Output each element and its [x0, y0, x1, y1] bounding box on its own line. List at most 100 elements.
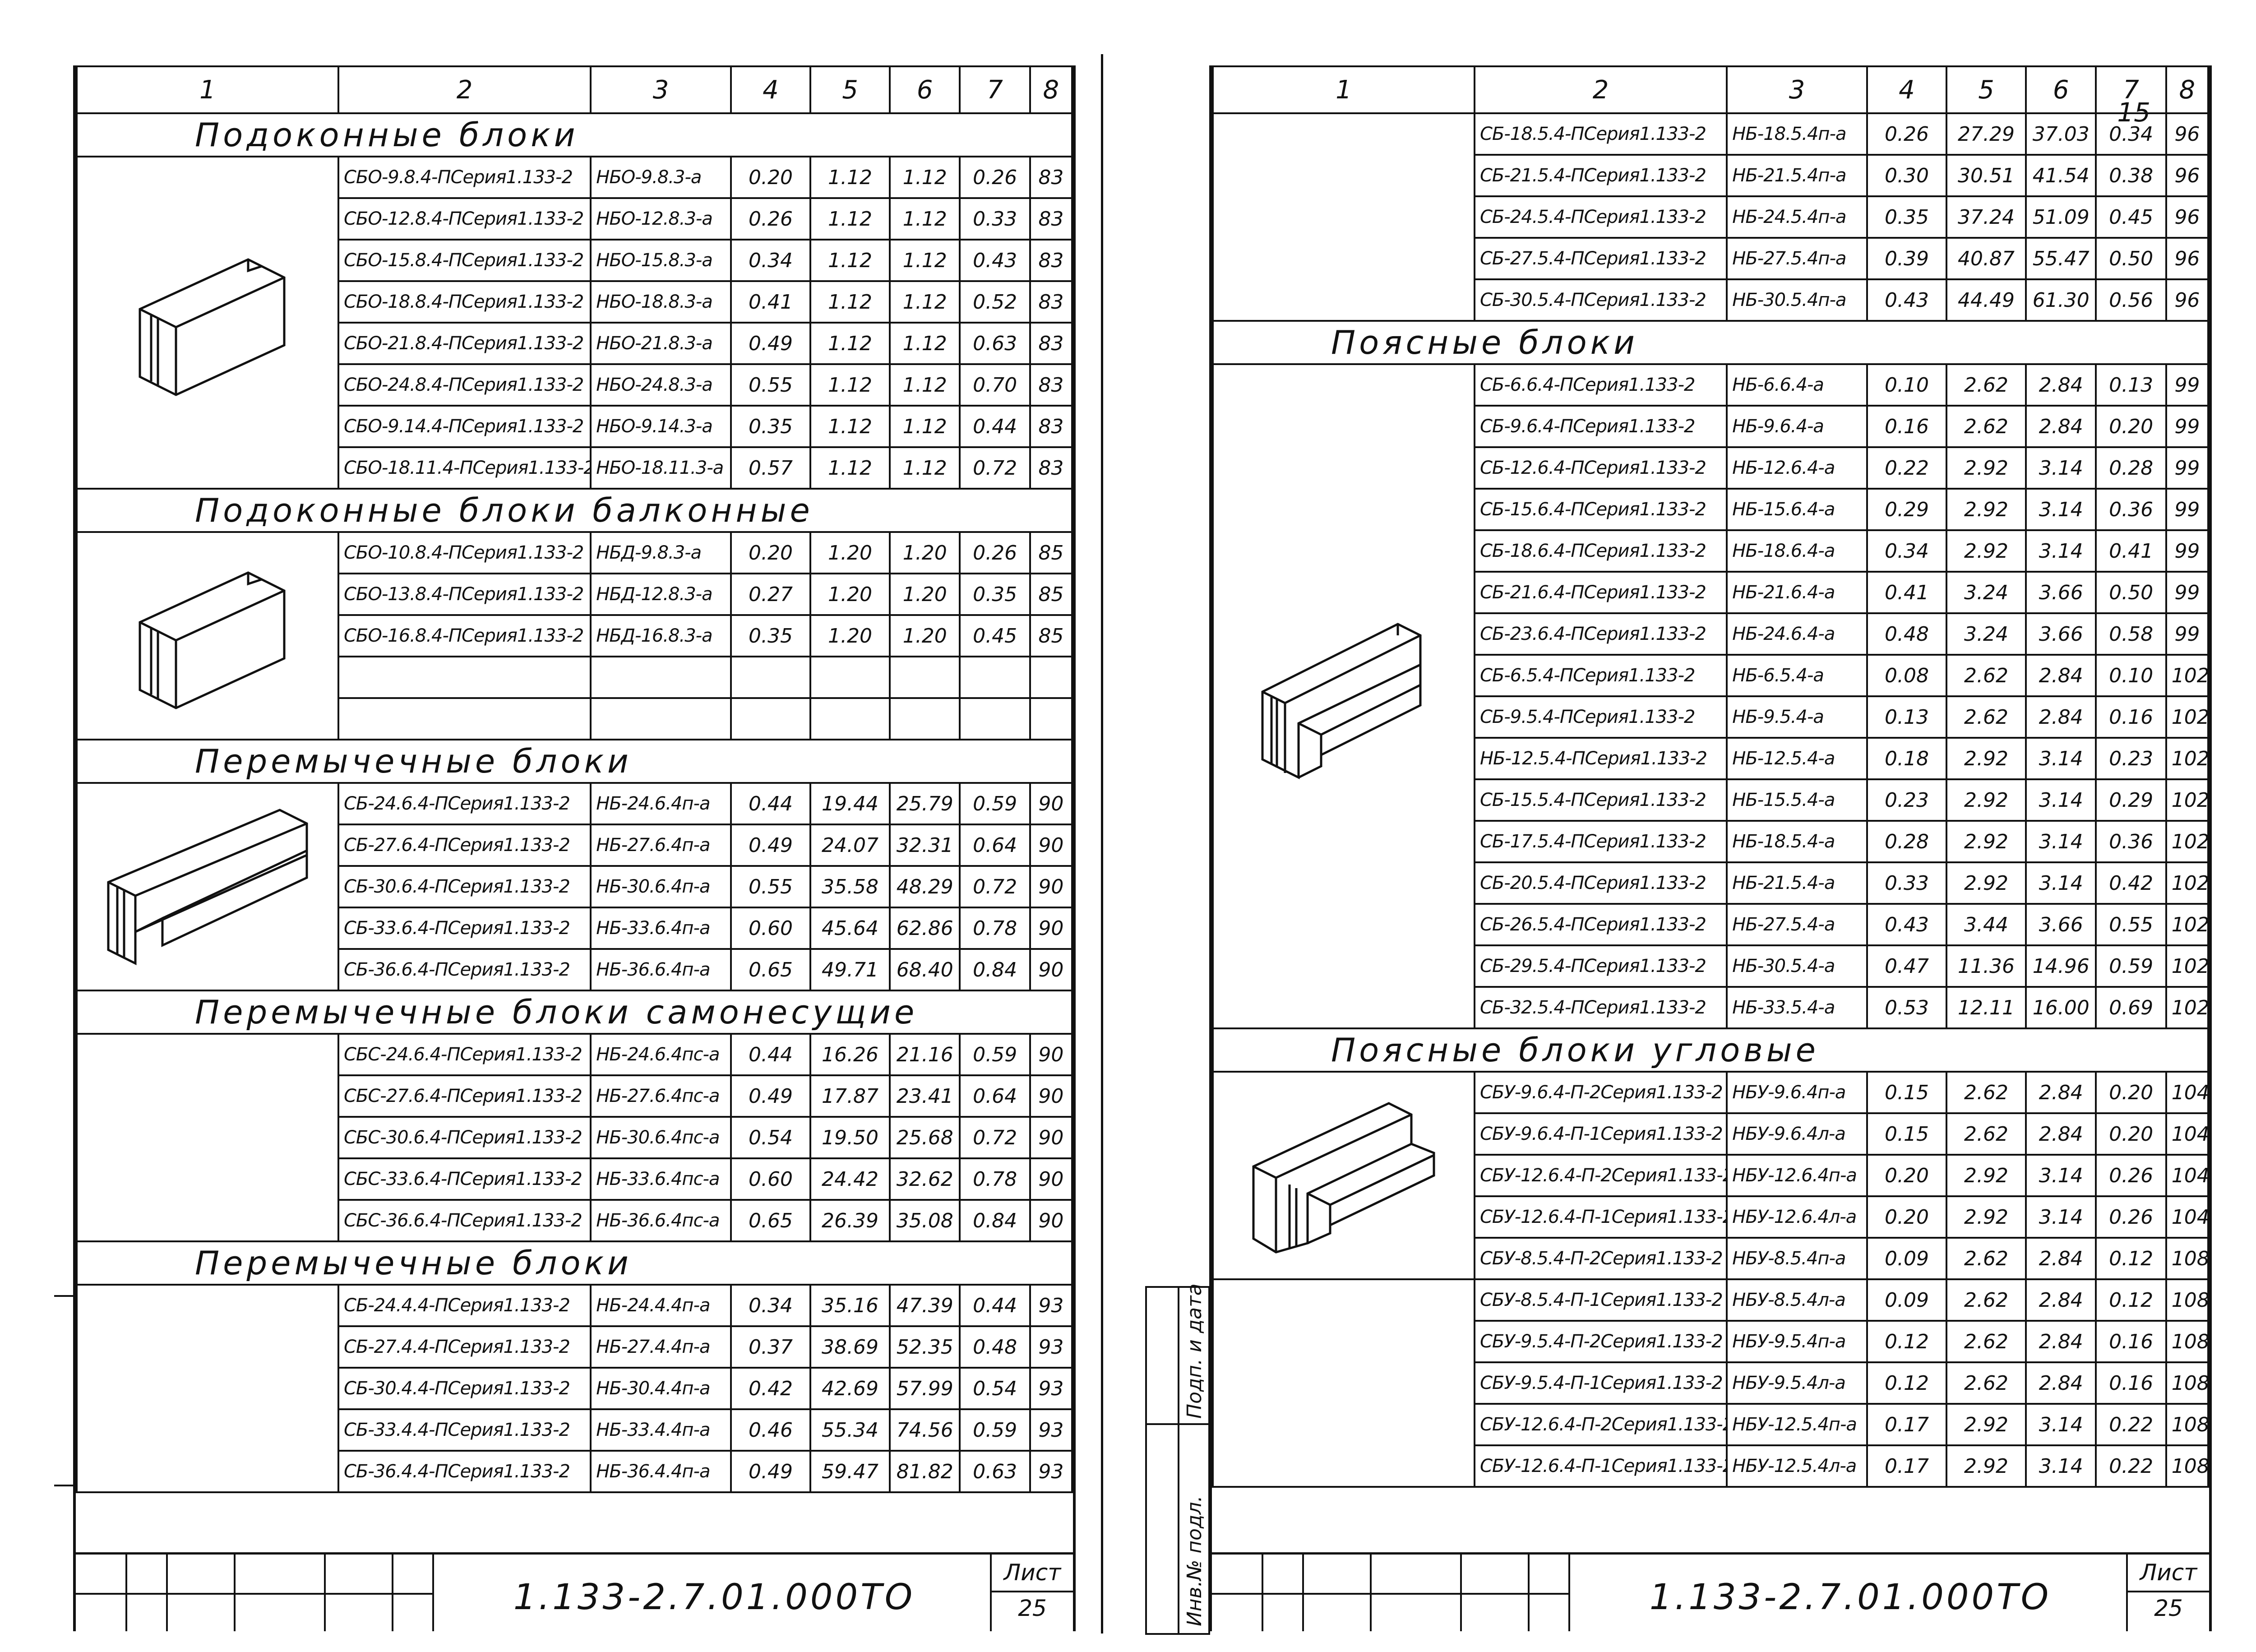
mark-cell: СБУ-12.6.4-П-1Серия1.133-2: [1473, 1195, 1728, 1239]
volume-cell: 0.48: [1866, 612, 1948, 656]
col5-cell: 2.92: [1945, 529, 2027, 573]
col5-cell: 44.49: [1945, 278, 2027, 322]
page-cell: 102: [2165, 695, 2210, 739]
col5-cell: 2.62: [1945, 695, 2027, 739]
page-cell: 99: [2165, 405, 2210, 448]
page-cell: 99: [2165, 363, 2210, 407]
col6-cell: 14.96: [2025, 944, 2097, 988]
column-header: 2: [337, 65, 592, 114]
code-cell: НБ-33.5.4-а: [1726, 986, 1868, 1029]
mark-cell: СБ-27.6.4-ПСерия1.133-2: [337, 824, 592, 867]
code-cell: НБД-16.8.3-а: [590, 614, 732, 657]
mark-cell: СБ-20.5.4-ПСерия1.133-2: [1473, 861, 1728, 905]
volume-cell: 0.55: [730, 865, 812, 908]
code-cell: НБУ-12.6.4п-а: [1726, 1154, 1868, 1197]
col5-cell: 40.87: [1945, 237, 2027, 280]
weight-cell: 0.36: [2095, 488, 2167, 531]
page-cell: 90: [1029, 865, 1073, 908]
code-cell: НБ-30.4.4п-а: [590, 1367, 732, 1410]
mark-cell: СБ-29.5.4-ПСерия1.133-2: [1473, 944, 1728, 988]
mark-cell: [337, 697, 592, 740]
col6-cell: 21.16: [889, 1033, 961, 1076]
code-cell: НБО-18.11.3-а: [590, 446, 732, 490]
volume-cell: 0.60: [730, 907, 812, 950]
page-cell: 102: [2165, 944, 2210, 988]
column-header: 6: [889, 65, 961, 114]
section-title: Перемычечные блоки: [76, 1240, 1073, 1286]
col5-cell: 1.12: [809, 446, 891, 490]
col5-cell: 1.20: [809, 614, 891, 657]
mark-cell: СБО-16.8.4-ПСерия1.133-2: [337, 614, 592, 657]
volume-cell: 0.49: [730, 1074, 812, 1118]
weight-cell: 0.23: [2095, 737, 2167, 780]
page-cell: 90: [1029, 782, 1073, 825]
col5-cell: 2.92: [1945, 1195, 2027, 1239]
code-cell: НБ-24.5.4п-а: [1726, 195, 1868, 239]
column-header: 7: [959, 65, 1031, 114]
col6-cell: [889, 697, 961, 740]
page-cell: 108: [2165, 1444, 2210, 1488]
col5-cell: 2.62: [1945, 1071, 2027, 1114]
code-cell: НБ-33.6.4пс-а: [590, 1157, 732, 1201]
block-sketch-cell: [76, 782, 339, 991]
col5-cell: [809, 656, 891, 699]
code-cell: НБО-12.8.3-а: [590, 197, 732, 241]
col6-cell: 1.12: [889, 322, 961, 365]
col5-cell: 16.26: [809, 1033, 891, 1076]
section-title-row: Поясные блоки: [1212, 320, 2209, 365]
block-sketch-cell: [1212, 1071, 1475, 1280]
volume-cell: 0.65: [730, 948, 812, 991]
weight-cell: 0.20: [2095, 405, 2167, 448]
code-cell: НБ-33.6.4п-а: [590, 907, 732, 950]
col5-cell: 19.44: [809, 782, 891, 825]
col6-cell: 2.84: [2025, 1112, 2097, 1156]
code-cell: НБД-12.8.3-а: [590, 573, 732, 616]
code-cell: НБ-24.6.4пс-а: [590, 1033, 732, 1076]
mark-cell: СБ-9.6.4-ПСерия1.133-2: [1473, 405, 1728, 448]
col6-cell: 55.47: [2025, 237, 2097, 280]
mark-cell: СБ-6.6.4-ПСерия1.133-2: [1473, 363, 1728, 407]
code-cell: НБУ-9.6.4п-а: [1726, 1071, 1868, 1114]
mark-cell: СБ-17.5.4-ПСерия1.133-2: [1473, 820, 1728, 863]
volume-cell: 0.65: [730, 1199, 812, 1242]
weight-cell: 0.59: [2095, 944, 2167, 988]
section-title: Перемычечные блоки самонесущие: [76, 990, 1073, 1035]
page-cell: 90: [1029, 948, 1073, 991]
code-cell: НБ-18.5.4-а: [1726, 820, 1868, 863]
weight-cell: 0.55: [2095, 903, 2167, 946]
volume-cell: 0.41: [730, 280, 812, 324]
page-cell: 93: [1029, 1367, 1073, 1410]
weight-cell: 0.43: [959, 239, 1031, 282]
weight-cell: 0.78: [959, 907, 1031, 950]
code-cell: НБО-21.8.3-а: [590, 322, 732, 365]
col6-cell: 25.79: [889, 782, 961, 825]
volume-cell: 0.44: [730, 782, 812, 825]
mark-cell: СБ-18.6.4-ПСерия1.133-2: [1473, 529, 1728, 573]
section-title-row: Подоконные блоки балконные: [76, 488, 1073, 533]
col5-cell: 11.36: [1945, 944, 2027, 988]
col6-cell: 3.14: [2025, 1403, 2097, 1446]
page-cell: 93: [1029, 1284, 1073, 1327]
weight-cell: 0.26: [959, 531, 1031, 574]
page-cell: 102: [2165, 737, 2210, 780]
col6-cell: 2.84: [2025, 405, 2097, 448]
volume-cell: 0.41: [1866, 571, 1948, 614]
code-cell: НБ-18.6.4-а: [1726, 529, 1868, 573]
mark-cell: СБ-27.5.4-ПСерия1.133-2: [1473, 237, 1728, 280]
col6-cell: 1.12: [889, 156, 961, 199]
mark-cell: СБ-21.5.4-ПСерия1.133-2: [1473, 154, 1728, 197]
page-cell: 104: [2165, 1154, 2210, 1197]
right-title-block: 1.133-2.7.01.000ТО Лист 25: [1212, 1552, 2209, 1631]
col6-cell: 1.20: [889, 614, 961, 657]
volume-cell: 0.26: [1866, 112, 1948, 156]
